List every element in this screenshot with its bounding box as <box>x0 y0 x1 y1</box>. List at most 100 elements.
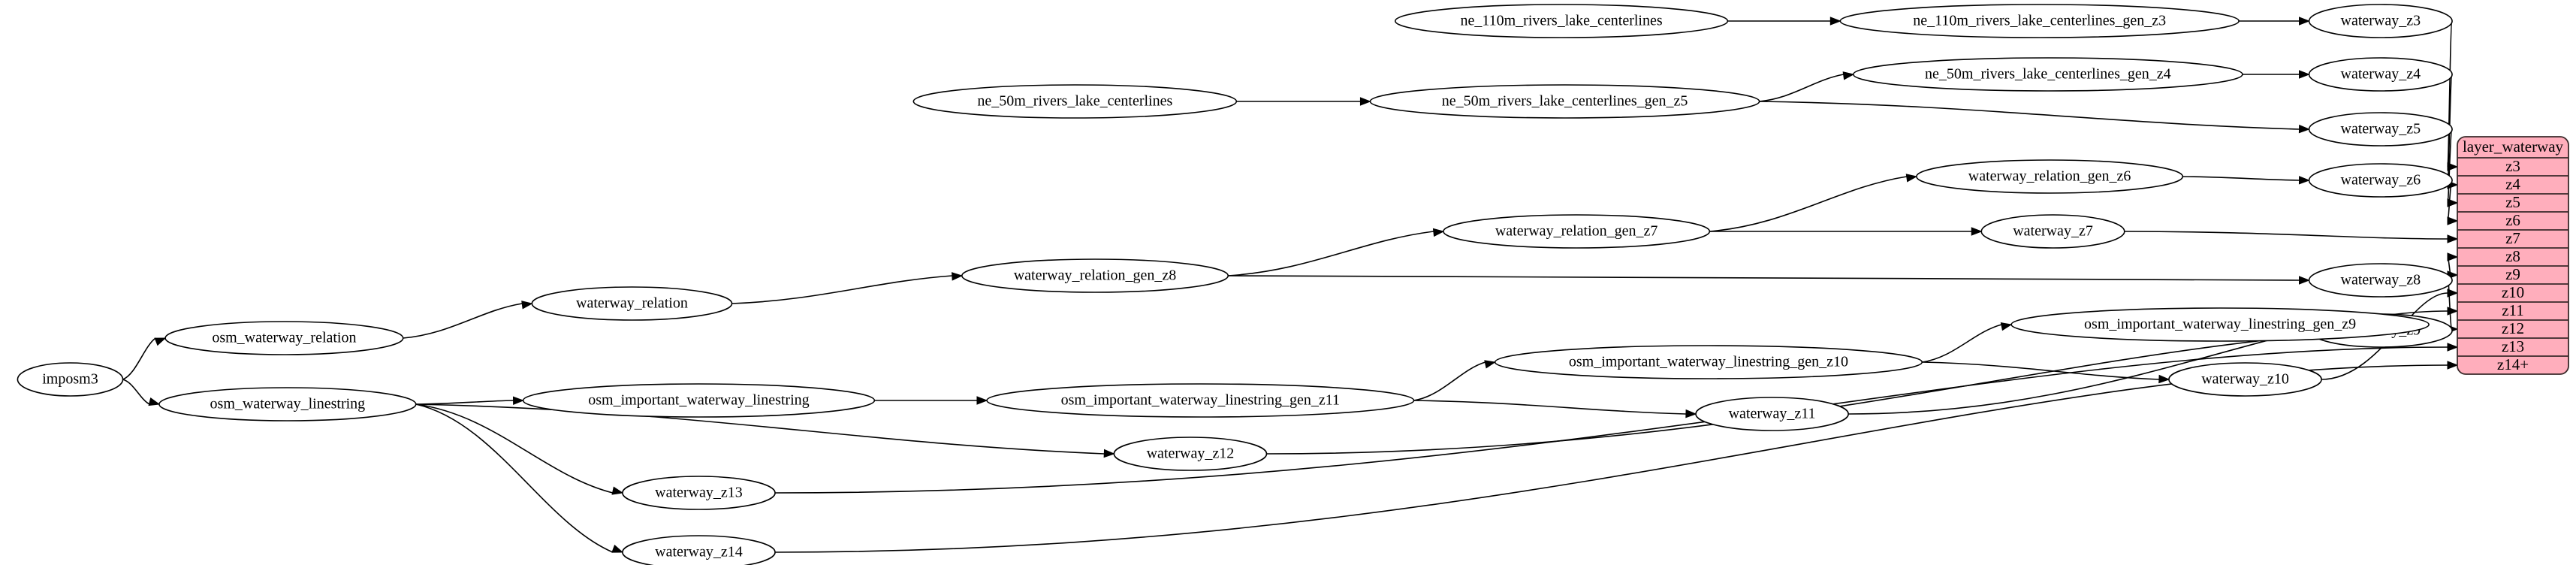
graph-node-label: osm_important_waterway_linestring_gen_z1… <box>1569 354 1848 370</box>
graph-node-label: waterway_relation_gen_z6 <box>1968 168 2131 185</box>
graph-node-label: ne_110m_rivers_lake_centerlines_gen_z3 <box>1913 13 2166 29</box>
graph-node-label: waterway_relation_gen_z8 <box>1014 267 1177 284</box>
layer-table-row-z5[interactable]: z5 <box>2457 193 2568 213</box>
edge <box>122 379 161 406</box>
graph-node-label: waterway_z13 <box>655 485 743 501</box>
edges-layer <box>122 17 2459 553</box>
graph-node-osm-important-waterway-linestring-gen-z11[interactable]: osm_important_waterway_linestring_gen_z1… <box>986 383 1415 418</box>
graph-node-waterway-z14[interactable]: waterway_z14 <box>622 535 776 565</box>
graph-node-label: waterway_z14 <box>655 544 743 560</box>
edge <box>1236 97 1371 106</box>
graph-node-waterway-relation-gen-z6[interactable]: waterway_relation_gen_z6 <box>1916 159 2184 194</box>
edge <box>415 403 624 495</box>
layer-table-row-label: z8 <box>2505 247 2520 265</box>
edge <box>122 337 167 380</box>
layer-table-row-label: z4 <box>2505 175 2520 193</box>
edge <box>415 403 1115 458</box>
graph-node-label: waterway_z12 <box>1147 446 1235 462</box>
edge <box>415 403 624 553</box>
layer-table-row-label: z3 <box>2505 157 2520 175</box>
graph-node-waterway-relation-gen-z7[interactable]: waterway_relation_gen_z7 <box>1443 214 1711 249</box>
graph-node-label: waterway_z6 <box>2341 172 2421 189</box>
graph-node-label: waterway_z8 <box>2341 272 2421 289</box>
layer-table-row-label: z6 <box>2505 211 2520 229</box>
graph-node-label: osm_important_waterway_linestring <box>588 392 809 409</box>
graph-node-waterway-z7[interactable]: waterway_z7 <box>1980 214 2125 249</box>
layer-table-row-label: z12 <box>2502 319 2524 337</box>
graph-node-label: waterway_z5 <box>2341 121 2421 137</box>
layer-table-row-z14plus[interactable]: z14+ <box>2497 355 2529 373</box>
graph-node-waterway-z10[interactable]: waterway_z10 <box>2168 362 2322 397</box>
edge <box>731 272 964 304</box>
graph-node-label: ne_110m_rivers_lake_centerlines <box>1460 13 1662 29</box>
graph-node-label: waterway_z4 <box>2341 66 2421 83</box>
graph-node-label: waterway_z10 <box>2201 371 2289 388</box>
layer-table-title: layer_waterway <box>2463 137 2564 156</box>
edge <box>1413 400 1697 418</box>
layer-table-row-z7[interactable]: z7 <box>2457 229 2568 249</box>
layer-table-row-z3[interactable]: z3 <box>2457 157 2568 177</box>
graph-node-label: ne_50m_rivers_lake_centerlines <box>977 93 1172 110</box>
graph-node-osm-waterway-relation[interactable]: osm_waterway_relation <box>164 321 404 355</box>
edge <box>415 396 524 405</box>
layer-table-row-label: z9 <box>2505 265 2520 283</box>
graph-node-osm-important-waterway-linestring-gen-z10[interactable]: osm_important_waterway_linestring_gen_z1… <box>1494 345 1923 379</box>
graph-node-waterway-z11[interactable]: waterway_z11 <box>1695 397 1849 431</box>
nodes-layer: imposm3 osm_waterway_relation osm_waterway… <box>17 4 2453 565</box>
layer-table-shell <box>2457 136 2569 375</box>
layer-table-row-label: z13 <box>2502 337 2524 355</box>
layer-table-row-label: z7 <box>2505 229 2520 247</box>
edge <box>1228 275 2310 285</box>
graph-node-ne-50m-rivers-lake-centerlines-gen-z5[interactable]: ne_50m_rivers_lake_centerlines_gen_z5 <box>1369 84 1760 119</box>
layer-table-row-label: z5 <box>2505 193 2520 211</box>
graph-node-waterway-z5[interactable]: waterway_z5 <box>2308 112 2453 147</box>
layer-table-row-z6[interactable]: z6 <box>2457 211 2568 231</box>
graph-node-waterway-relation-gen-z8[interactable]: waterway_relation_gen_z8 <box>961 258 1229 293</box>
layer-table-row-z8[interactable]: z8 <box>2457 247 2568 267</box>
graph-node-waterway-relation[interactable]: waterway_relation <box>531 286 733 321</box>
edge <box>874 396 988 405</box>
edge <box>1709 174 1918 232</box>
layer-table-row-z10[interactable]: z10 <box>2457 283 2568 303</box>
edge <box>2242 70 2310 79</box>
graph-node-label: osm_waterway_linestring <box>210 396 366 412</box>
graph-node-waterway-z12[interactable]: waterway_z12 <box>1113 437 1268 471</box>
layer-table-row-z4[interactable]: z4 <box>2457 175 2568 195</box>
graph-node-waterway-z13[interactable]: waterway_z13 <box>622 476 776 510</box>
graph-node-label: osm_important_waterway_linestring_gen_z1… <box>1061 392 1340 409</box>
graph-node-ne-50m-rivers-lake-centerlines-gen-z4[interactable]: ne_50m_rivers_lake_centerlines_gen_z4 <box>1852 57 2243 92</box>
layer-table-row-z13[interactable]: z13 <box>2457 337 2568 357</box>
graph-node-osm-important-waterway-linestring-gen-z9[interactable]: osm_important_waterway_linestring_gen_z9 <box>2010 307 2430 342</box>
graph-node-label: ne_50m_rivers_lake_centerlines_gen_z4 <box>1925 66 2171 83</box>
graph-node-osm-waterway-linestring[interactable]: osm_waterway_linestring <box>158 387 417 421</box>
edge <box>1759 101 2310 134</box>
graph-node-osm-important-waterway-linestring[interactable]: osm_important_waterway_linestring <box>522 383 876 418</box>
layer-table-row-z12[interactable]: z12 <box>2457 319 2568 339</box>
layer-table-row-z9[interactable]: z9 <box>2457 265 2568 285</box>
edge <box>1709 227 1983 236</box>
edge <box>2239 17 2310 26</box>
layer-table-row-z11[interactable]: z11 <box>2457 301 2568 321</box>
layer-table-row-label: z11 <box>2502 301 2524 319</box>
graph-node-label: waterway_z11 <box>1729 406 1816 422</box>
graph-node-ne-110m-rivers-lake-centerlines[interactable]: ne_110m_rivers_lake_centerlines <box>1394 4 1729 38</box>
graph-node-ne-50m-rivers-lake-centerlines[interactable]: ne_50m_rivers_lake_centerlines <box>912 84 1238 119</box>
edge <box>2124 231 2459 243</box>
edge <box>1759 71 1855 102</box>
graph-node-label: waterway_z3 <box>2341 13 2421 29</box>
graph-node-label: osm_waterway_relation <box>212 330 356 346</box>
graph-node-label: waterway_relation_gen_z7 <box>1495 223 1658 240</box>
layer-table-row-label: z10 <box>2502 283 2524 301</box>
graph-node-waterway-z8[interactable]: waterway_z8 <box>2308 263 2453 298</box>
graph-node-waterway-z6[interactable]: waterway_z6 <box>2308 163 2453 198</box>
layer-table-row-label: z14+ <box>2497 355 2529 373</box>
graph-node-label: ne_50m_rivers_lake_centerlines_gen_z5 <box>1442 93 1688 110</box>
graph-node-waterway-z4[interactable]: waterway_z4 <box>2308 57 2453 92</box>
graph-node-ne-110m-rivers-lake-centerlines-gen-z3[interactable]: ne_110m_rivers_lake_centerlines_gen_z3 <box>1839 4 2240 38</box>
graph-node-imposm3[interactable]: imposm3 <box>17 362 124 397</box>
edge <box>2182 176 2310 185</box>
graph-node-waterway-z3[interactable]: waterway_z3 <box>2308 4 2453 38</box>
graph-node-label: waterway_relation <box>576 295 688 312</box>
